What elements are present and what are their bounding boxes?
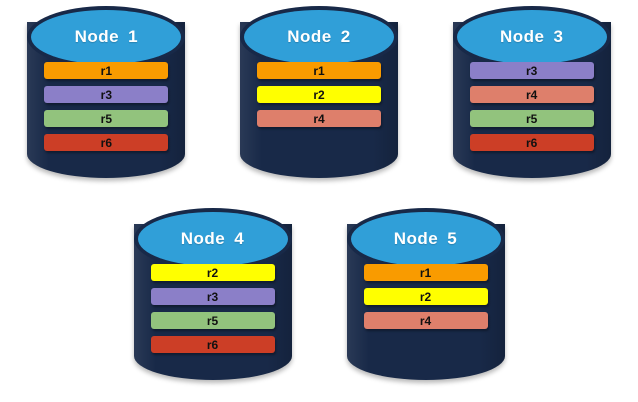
replica-label: r5: [206, 313, 219, 328]
replica-bar[interactable]: r2: [363, 288, 488, 305]
replica-bar[interactable]: r5: [150, 312, 275, 329]
replica-bar[interactable]: r6: [150, 336, 275, 353]
database-node-1[interactable]: Node 1 r1 r3 r5 r6: [27, 6, 186, 184]
replica-bar[interactable]: r4: [363, 312, 488, 329]
node-label-number: 3: [553, 26, 564, 46]
node-label: Node 4: [181, 229, 244, 249]
cylinder-top-face: Node 5: [350, 212, 501, 266]
replica-label: r6: [206, 337, 219, 352]
replica-label: r5: [526, 111, 538, 126]
replica-label: r4: [313, 111, 325, 126]
node-label-word: Node: [180, 228, 226, 248]
replica-bar[interactable]: r2: [257, 86, 381, 103]
replica-label: r2: [313, 87, 325, 102]
node-slot: Node 3 r3 r4 r5 r6: [425, 6, 638, 184]
replica-label: r1: [100, 63, 112, 78]
cylinder-top-rim: Node 2: [240, 6, 398, 68]
node-row-top: Node 1 r1 r3 r5 r6 Node 2 r1 r2 r4 Node 3 r3 r4 r5 r6: [0, 6, 638, 184]
replica-list: r1 r2 r4: [347, 264, 505, 329]
node-label-word: Node: [287, 26, 332, 46]
replica-bar[interactable]: r3: [44, 86, 169, 103]
node-label-word: Node: [74, 26, 120, 46]
node-slot: Node 1 r1 r3 r5 r6: [0, 6, 213, 184]
replica-bar[interactable]: r2: [150, 264, 275, 281]
replica-bar[interactable]: r1: [363, 264, 488, 281]
node-label: Node 3: [500, 27, 563, 47]
cylinder-top-face: Node 1: [31, 10, 182, 64]
replica-bar[interactable]: r3: [469, 62, 594, 79]
replica-label: r3: [206, 289, 219, 304]
replica-list: r3 r4 r5 r6: [453, 62, 611, 151]
replica-label: r6: [526, 135, 538, 150]
node-label-number: 4: [234, 228, 245, 248]
replica-label: r3: [100, 87, 112, 102]
database-node-2[interactable]: Node 2 r1 r2 r4: [240, 6, 398, 184]
cylinder-top-face: Node 4: [137, 212, 288, 266]
replica-label: r1: [419, 265, 432, 280]
replica-label: r4: [526, 87, 538, 102]
replica-label: r1: [313, 63, 325, 78]
node-label-number: 2: [340, 26, 351, 46]
replica-label: r3: [526, 63, 538, 78]
node-slot: Node 5 r1 r2 r4: [319, 208, 532, 386]
node-label: Node 5: [394, 229, 457, 249]
database-node-3[interactable]: Node 3 r3 r4 r5 r6: [452, 6, 611, 184]
cylinder-top-rim: Node 4: [133, 208, 292, 270]
cylinder-top-rim: Node 3: [452, 6, 611, 68]
cylinder-top-face: Node 2: [244, 10, 394, 64]
database-node-5[interactable]: Node 5 r1 r2 r4: [346, 208, 505, 386]
node-label-number: 5: [447, 228, 458, 248]
node-label: Node 1: [75, 27, 138, 47]
replica-label: r4: [419, 313, 432, 328]
replica-list: r1 r2 r4: [240, 62, 398, 127]
node-slot: Node 4 r2 r3 r5 r6: [106, 208, 319, 386]
replica-bar[interactable]: r3: [150, 288, 275, 305]
replica-list: r2 r3 r5 r6: [134, 264, 292, 353]
replica-label: r6: [100, 135, 112, 150]
node-label-word: Node: [393, 228, 439, 248]
node-label-word: Node: [499, 26, 545, 46]
node-label: Node 2: [287, 27, 350, 47]
node-row-bottom: Node 4 r2 r3 r5 r6 Node 5 r1 r2 r4: [0, 208, 638, 386]
replica-bar[interactable]: r6: [469, 134, 594, 151]
replica-bar[interactable]: r1: [44, 62, 169, 79]
cylinder-top-rim: Node 1: [27, 6, 186, 68]
replica-label: r2: [206, 265, 219, 280]
database-node-4[interactable]: Node 4 r2 r3 r5 r6: [133, 208, 292, 386]
replica-bar[interactable]: r5: [44, 110, 169, 127]
replica-label: r2: [419, 289, 432, 304]
replica-bar[interactable]: r6: [44, 134, 169, 151]
replica-bar[interactable]: r4: [257, 110, 381, 127]
replica-bar[interactable]: r5: [469, 110, 594, 127]
cylinder-top-rim: Node 5: [346, 208, 505, 270]
replica-bar[interactable]: r4: [469, 86, 594, 103]
node-slot: Node 2 r1 r2 r4: [213, 6, 426, 184]
node-label-number: 1: [128, 26, 139, 46]
replica-bar[interactable]: r1: [257, 62, 381, 79]
replica-label: r5: [100, 111, 112, 126]
cylinder-top-face: Node 3: [456, 10, 607, 64]
replica-list: r1 r3 r5 r6: [27, 62, 185, 151]
